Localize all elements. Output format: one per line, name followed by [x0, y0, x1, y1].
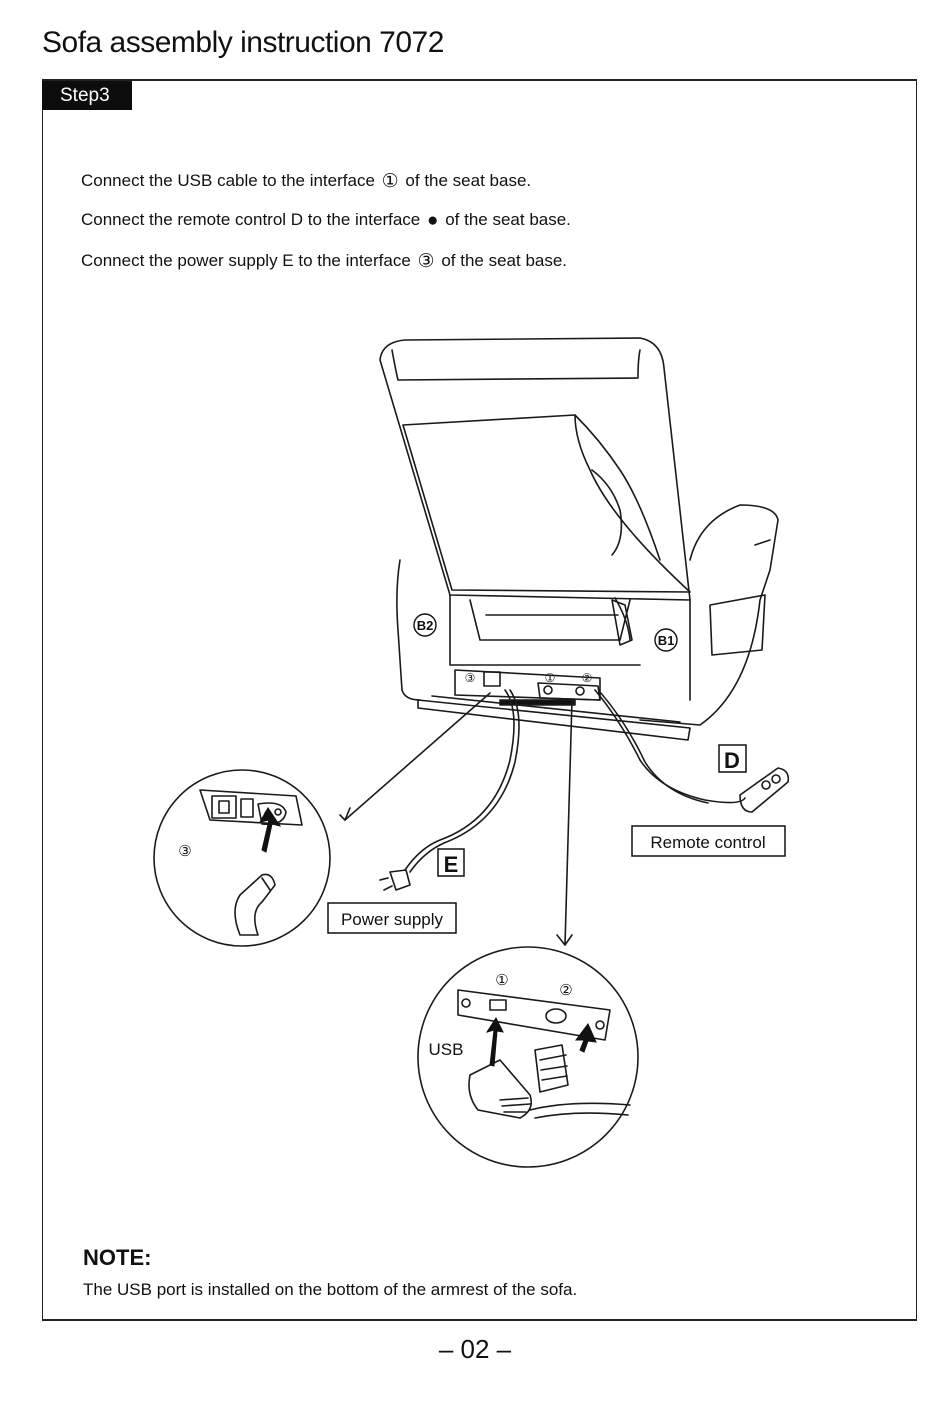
- label-e: E: [444, 852, 459, 877]
- label-usb: USB: [429, 1040, 464, 1059]
- sofa-base-plank: [417, 699, 691, 741]
- usb-port-zoom-circle: [417, 946, 639, 1168]
- label-port-2: ②: [582, 671, 593, 685]
- remote-cable: [594, 689, 746, 804]
- interface-2-symbol: ●: [426, 210, 439, 231]
- label-b2: B2: [417, 618, 434, 633]
- sofa-right-arm: [639, 504, 779, 726]
- label-remote-control: Remote control: [650, 833, 765, 852]
- label-port-3: ③: [465, 671, 476, 685]
- interface-3-symbol: ③: [417, 251, 435, 272]
- instruction-text: Connect the remote control D to the inte…: [81, 210, 421, 229]
- instruction-text: of the seat base.: [405, 171, 532, 190]
- page-number: – 02 –: [438, 1334, 512, 1364]
- instruction-line-2: Connect the remote control D to the inte…: [81, 210, 571, 232]
- label-zoom-port-3: ③: [178, 843, 191, 860]
- instruction-text: Connect the USB cable to the interface: [81, 171, 375, 190]
- sofa-left-arm: [396, 559, 421, 701]
- step-frame: [42, 79, 917, 1321]
- label-d: D: [724, 748, 740, 773]
- label-port-1: ①: [545, 671, 556, 685]
- remote-control-device: [739, 767, 790, 813]
- power-port-zoom-circle: [153, 769, 331, 947]
- instruction-text: of the seat base.: [445, 210, 571, 229]
- label-b1: B1: [658, 633, 675, 648]
- instruction-line-1: Connect the USB cable to the interface ①…: [81, 170, 531, 193]
- label-zoom-port-1: ①: [495, 972, 508, 989]
- page-title: Sofa assembly instruction 7072: [42, 26, 444, 59]
- instruction-line-3: Connect the power supply E to the interf…: [81, 250, 567, 273]
- interface-1-symbol: ①: [381, 171, 399, 192]
- label-power-supply: Power supply: [341, 910, 444, 929]
- sofa-back: [379, 337, 691, 601]
- note-text: The USB port is installed on the bottom …: [83, 1280, 578, 1299]
- label-zoom-port-2: ②: [559, 982, 572, 999]
- power-cable: [404, 689, 515, 871]
- note-heading: NOTE:: [83, 1245, 152, 1270]
- instruction-text: Connect the power supply E to the interf…: [81, 251, 411, 270]
- step-label: Step3: [42, 81, 132, 110]
- instruction-text: of the seat base.: [441, 251, 568, 270]
